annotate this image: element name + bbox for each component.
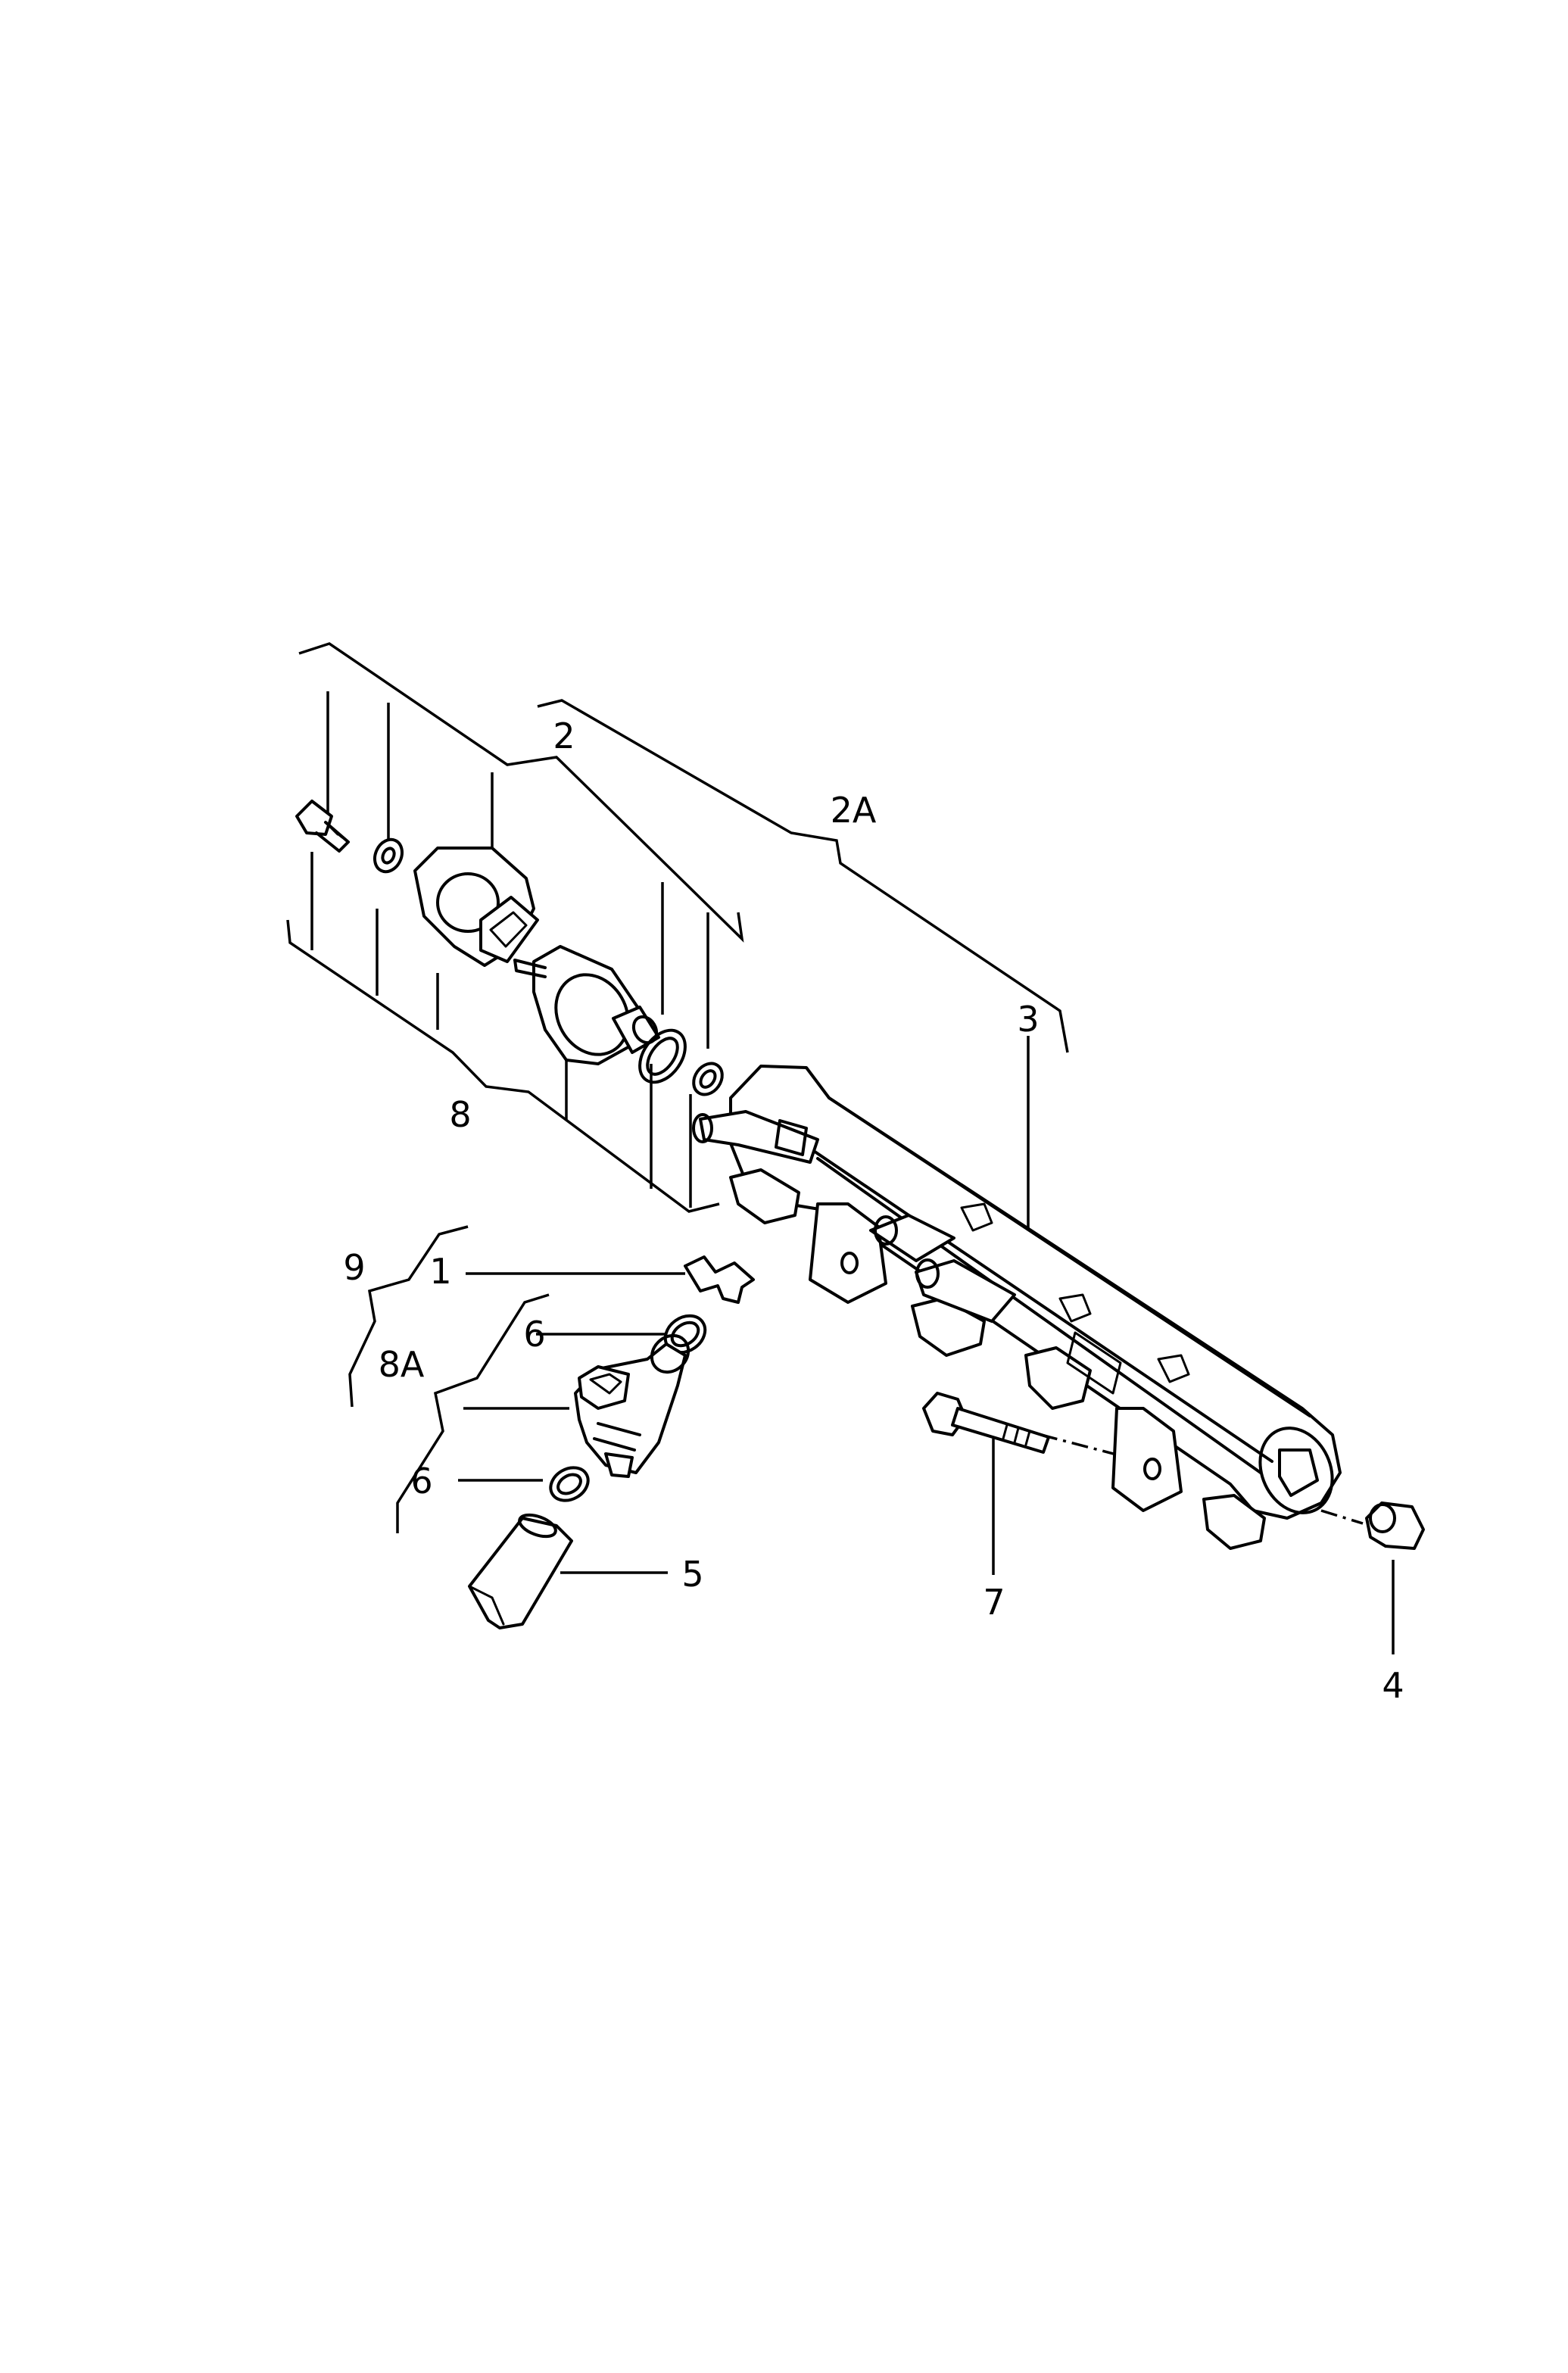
- callout-8A: 8A: [379, 1344, 425, 1385]
- pressure-regulator-part: [513, 945, 660, 1065]
- rail-bolt-part: [922, 1392, 1050, 1454]
- injector-o-ring-bottom-part: [549, 1466, 590, 1502]
- retaining-clip-part: [684, 1255, 755, 1304]
- bolt-small-part: [295, 800, 350, 853]
- callout-9: 9: [343, 1247, 365, 1288]
- washer-part: [373, 837, 404, 874]
- callout-labels: 2 2A 3 8 9 1 6 8A 6 5 7 4: [343, 716, 1404, 1706]
- callout-2A: 2A: [831, 790, 877, 831]
- callout-6-bottom: 6: [410, 1461, 432, 1501]
- callout-5: 5: [681, 1554, 703, 1595]
- callout-2: 2: [553, 716, 575, 756]
- leader-lines: [310, 691, 1395, 1654]
- end-plug-part: [1365, 1501, 1425, 1550]
- bracket-group-2A: [537, 699, 1069, 1053]
- callout-7: 7: [983, 1582, 1005, 1623]
- protective-sleeve-part: [468, 1513, 573, 1629]
- o-ring-large-part: [638, 1028, 687, 1084]
- callout-4: 4: [1382, 1665, 1404, 1706]
- bracket-group-9: [348, 1225, 469, 1408]
- callout-1: 1: [429, 1251, 451, 1292]
- callout-3: 3: [1017, 999, 1039, 1040]
- callout-6-top: 6: [523, 1314, 545, 1355]
- bracket-group-2: [298, 642, 744, 943]
- bracket-group-8: [286, 919, 720, 1213]
- callout-8: 8: [449, 1094, 471, 1135]
- fuel-rail-part: [692, 1065, 1342, 1550]
- bracket-group-8A: [396, 1293, 550, 1533]
- o-ring-small-part: [692, 1062, 724, 1096]
- holder-plate-part: [413, 847, 539, 967]
- fuel-injector-part: [574, 1333, 690, 1478]
